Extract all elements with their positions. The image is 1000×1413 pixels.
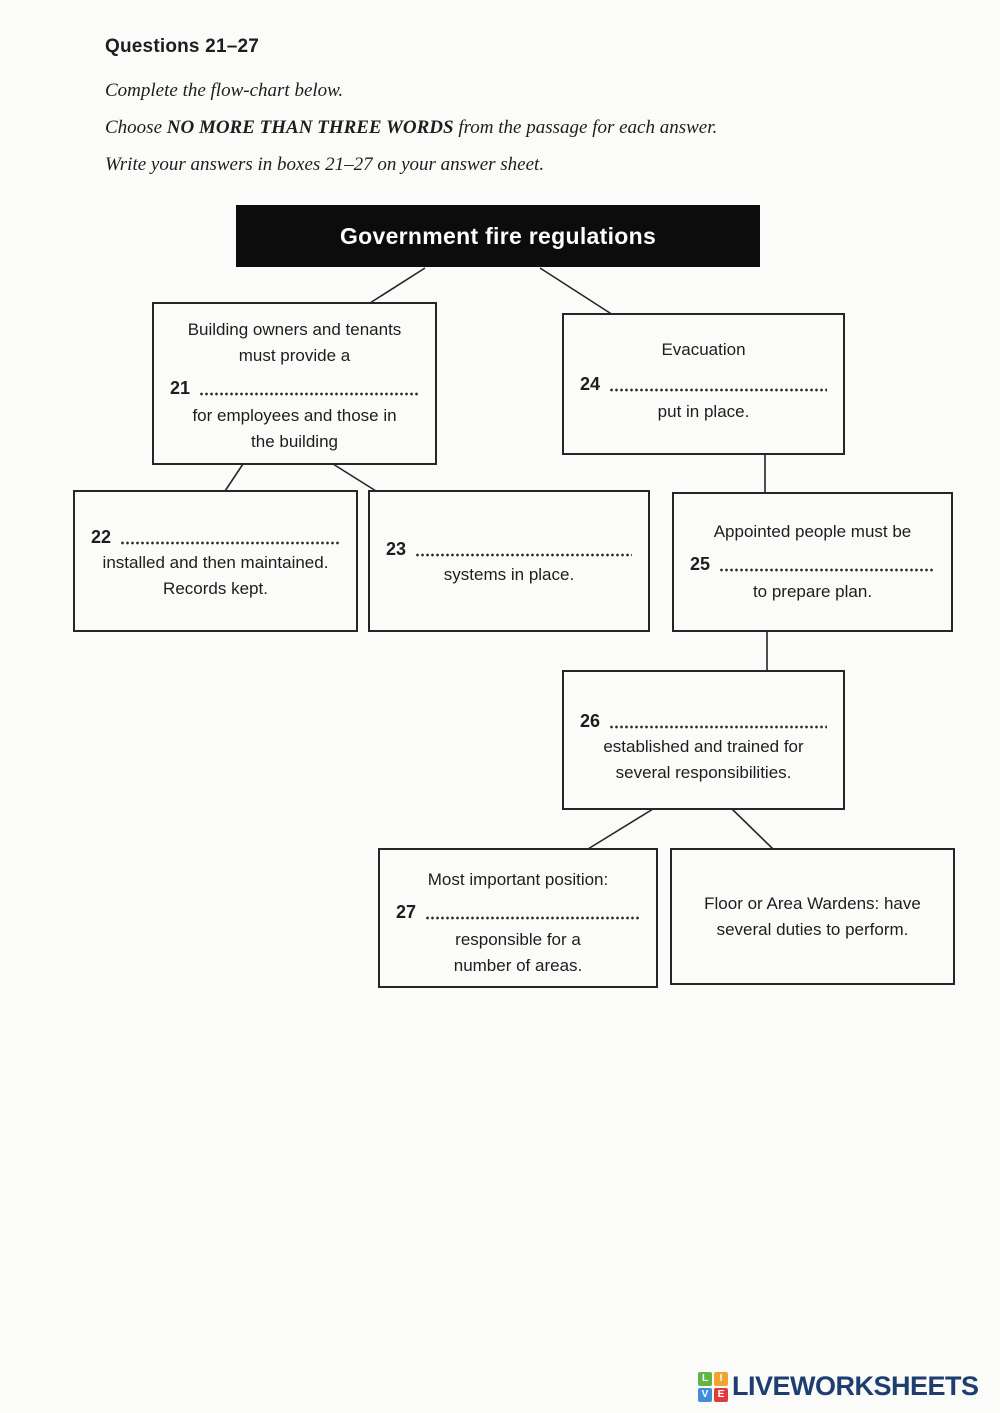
- box26-text-bottom2: several responsibilities.: [615, 763, 792, 782]
- liveworksheets-logo[interactable]: L I V E LIVEWORKSHEETS: [698, 1371, 979, 1402]
- instruction-2-pre: Choose: [105, 117, 162, 138]
- question-number-27: 27: [396, 902, 417, 922]
- icon-letter-l: L: [698, 1371, 712, 1386]
- question-number-21: 21: [170, 378, 191, 398]
- question-number-23: 23: [386, 539, 407, 559]
- question-number-25: 25: [690, 554, 711, 574]
- flow-box-wardens: Floor or Area Wardens: have several duti…: [670, 848, 955, 985]
- liveworksheets-icon: L I V E: [698, 1371, 728, 1402]
- question-number-24: 24: [580, 374, 601, 394]
- icon-letter-i: I: [714, 1371, 728, 1386]
- instruction-line-2: Choose NO MORE THAN THREE WORDS from the…: [105, 117, 717, 139]
- box23-text-bottom1: systems in place.: [443, 565, 575, 584]
- answer-blank-25[interactable]: [719, 568, 935, 572]
- box27-text-bottom1: responsible for a: [455, 930, 581, 949]
- flow-box-22: 22 installed and then maintained. Record…: [73, 490, 358, 632]
- flow-box-27: Most important position: 27 responsible …: [378, 848, 658, 988]
- flow-box-24: Evacuation 24 put in place.: [562, 313, 845, 455]
- box24-text-bottom1: put in place.: [657, 402, 750, 421]
- answer-blank-22[interactable]: [120, 541, 340, 545]
- instruction-2-post: from the passage for each answer.: [458, 117, 718, 138]
- instruction-line-1: Complete the flow-chart below.: [105, 80, 344, 101]
- box27-text-top1: Most important position:: [427, 870, 609, 889]
- flow-box-23: 23 systems in place.: [368, 490, 650, 632]
- question-number-22: 22: [91, 527, 112, 547]
- box21-text-bottom2: the building: [251, 432, 338, 451]
- section-title: Questions 21–27: [105, 36, 260, 57]
- box26-text-bottom1: established and trained for: [603, 737, 804, 756]
- answer-blank-24[interactable]: [609, 388, 827, 392]
- wardens-text-line1: Floor or Area Wardens: have: [704, 893, 921, 913]
- box21-text-top2: must provide a: [238, 346, 351, 365]
- question-number-26: 26: [580, 711, 601, 731]
- icon-letter-e: E: [714, 1387, 728, 1402]
- box27-text-bottom2: number of areas.: [453, 956, 583, 975]
- answer-blank-21[interactable]: [199, 392, 419, 396]
- brand-wordmark: LIVEWORKSHEETS: [732, 1371, 979, 1401]
- answer-blank-23[interactable]: [415, 553, 632, 557]
- instruction-2-bold: NO MORE THAN THREE WORDS: [166, 117, 454, 138]
- box21-text-top1: Building owners and tenants: [187, 320, 402, 339]
- flow-box-21: Building owners and tenants must provide…: [152, 302, 437, 465]
- box22-text-bottom1: installed and then maintained.: [102, 553, 329, 572]
- flow-box-25: Appointed people must be 25 to prepare p…: [672, 492, 953, 632]
- flowchart-title: Government fire regulations: [236, 205, 760, 267]
- answer-blank-26[interactable]: [609, 725, 827, 729]
- box22-text-bottom2: Records kept.: [163, 579, 268, 598]
- box25-text-top1: Appointed people must be: [713, 522, 912, 541]
- box21-text-bottom1: for employees and those in: [192, 406, 397, 425]
- flow-box-26: 26 established and trained for several r…: [562, 670, 845, 810]
- box24-text-top1: Evacuation: [661, 340, 746, 359]
- box25-text-bottom1: to prepare plan.: [752, 582, 873, 601]
- instruction-line-3: Write your answers in boxes 21–27 on you…: [105, 154, 545, 175]
- wardens-text-line2: several duties to perform.: [716, 919, 909, 939]
- icon-letter-v: V: [698, 1387, 712, 1402]
- answer-blank-27[interactable]: [425, 916, 640, 920]
